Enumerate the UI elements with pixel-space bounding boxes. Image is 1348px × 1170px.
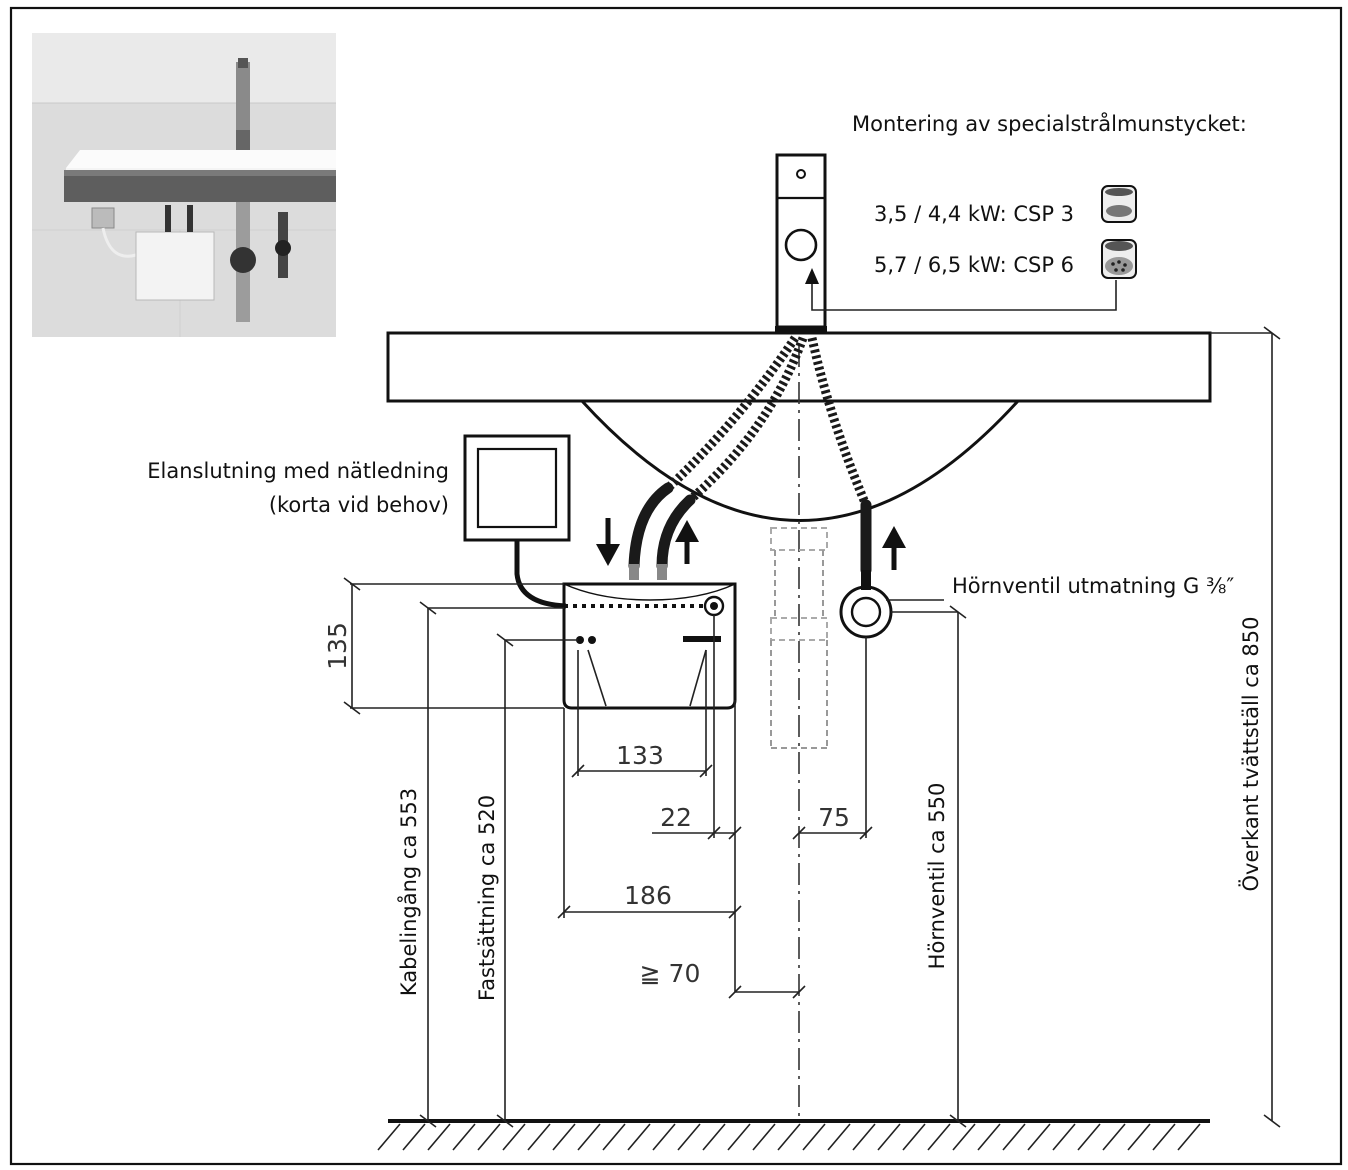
angle-valve-icon xyxy=(839,570,944,639)
water-heater xyxy=(562,582,737,710)
aerator-csp3-icon xyxy=(1101,185,1137,223)
flow-arrows xyxy=(596,518,906,570)
floor xyxy=(377,1119,1210,1151)
dim-sink-top: Överkant tvättställ ca 850 xyxy=(1238,617,1263,892)
angle-valve-label: Hörnventil utmatning G ⅜″ xyxy=(952,574,1234,598)
hoses xyxy=(628,335,872,580)
dim-75: 75 xyxy=(818,803,850,832)
dim-186: 186 xyxy=(624,881,672,910)
power-label-line2: (korta vid behov) xyxy=(269,493,449,517)
drain-pipe xyxy=(770,527,828,749)
dim-22: 22 xyxy=(660,803,692,832)
dim-133: 133 xyxy=(616,741,664,770)
dim-cable-entry: Kabelingång ca 553 xyxy=(396,788,421,996)
dim-135: 135 xyxy=(323,622,352,670)
page-frame xyxy=(9,6,1343,1166)
aerator-title: Montering av specialstrålmunstycket: xyxy=(852,111,1247,136)
faucet xyxy=(775,153,1117,333)
aerator-csp6-icon xyxy=(1101,239,1137,279)
power-label-line1: Elanslutning med nätledning xyxy=(147,459,449,483)
dim-mounting: Fastsättning ca 520 xyxy=(475,795,499,1001)
power-socket-icon xyxy=(463,434,571,609)
dimension-lines xyxy=(343,326,1281,1128)
aerator-outlet-icon xyxy=(784,228,818,262)
csp6-label: 5,7 / 6,5 kW: CSP 6 xyxy=(874,253,1074,277)
dim-angle-valve-height: Hörnventil ca 550 xyxy=(925,783,949,970)
csp3-label: 3,5 / 4,4 kW: CSP 3 xyxy=(874,202,1074,226)
dim-min-70: ≧ 70 xyxy=(640,959,701,988)
sink-photo xyxy=(32,33,336,337)
